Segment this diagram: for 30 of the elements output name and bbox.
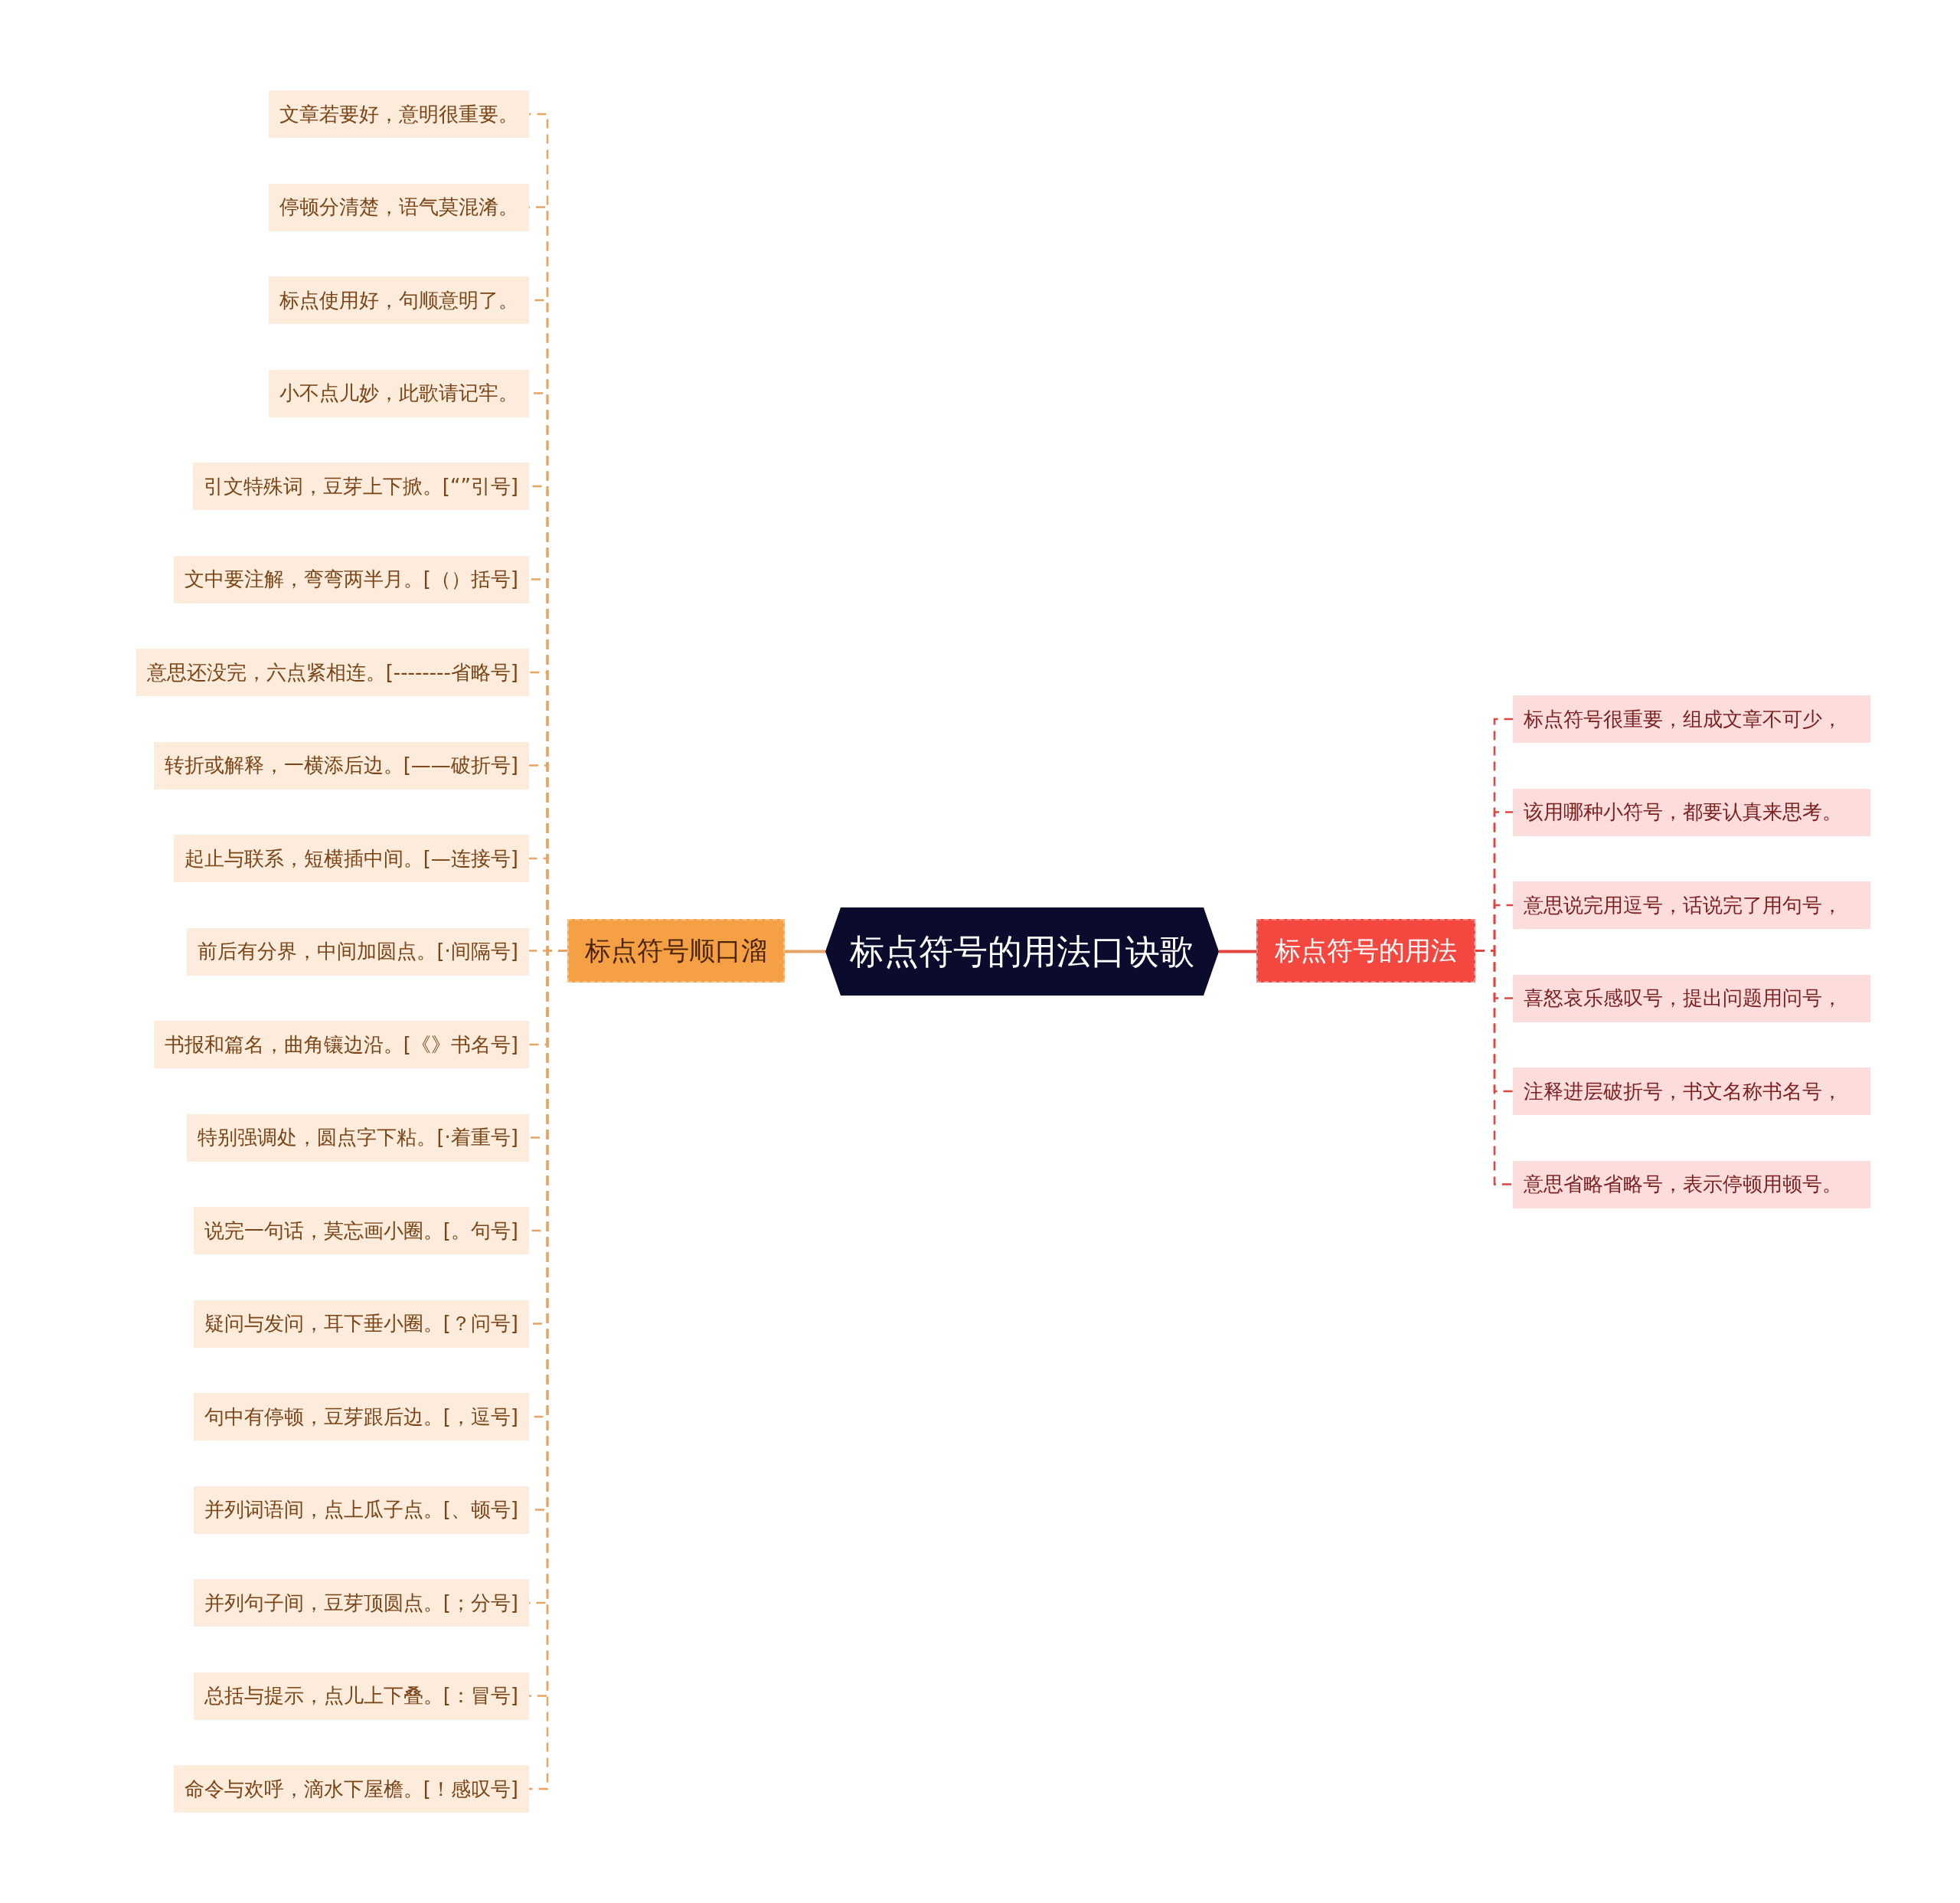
leaf-box: 疑问与发问，耳下垂小圈。[？问号]	[193, 1300, 529, 1348]
leaf-box: 命令与欢呼，滴水下屋檐。[！感叹号]	[173, 1765, 529, 1813]
leaf-box: 喜怒哀乐感叹号，提出问题用问号，	[1513, 974, 1870, 1022]
leaf-box: 句中有停顿，豆芽跟后边。[，逗号]	[193, 1393, 529, 1440]
leaf-box: 说完一句话，莫忘画小圈。[。句号]	[193, 1207, 529, 1254]
leaf-box: 文章若要好，意明很重要。	[269, 90, 529, 138]
leaf-box: 意思还没完，六点紧相连。[--------省略号]	[136, 649, 529, 696]
leaf-box: 标点使用好，句顺意明了。	[269, 276, 529, 324]
leaf-box: 引文特殊词，豆芽上下掀。[“”引号]	[192, 463, 529, 510]
leaf-box: 标点符号很重要，组成文章不可少，	[1513, 695, 1870, 743]
leaf-box: 起止与联系，短横插中间。[—连接号]	[173, 835, 529, 882]
leaf-box: 书报和篇名，曲角镶边沿。[《》书名号]	[153, 1021, 529, 1068]
connector-line	[785, 950, 825, 953]
leaf-box: 小不点儿妙，此歌请记牢。	[269, 369, 529, 417]
leaf-box: 注释进层破折号，书文名称书名号，	[1513, 1068, 1870, 1115]
leaf-box: 意思说完用逗号，话说完了用句号，	[1513, 881, 1870, 929]
leaf-box: 并列词语间，点上瓜子点。[、顿号]	[193, 1486, 529, 1534]
leaf-box: 停顿分清楚，语气莫混淆。	[269, 183, 529, 231]
leaf-box: 文中要注解，弯弯两半月。[（）括号]	[173, 555, 529, 603]
branch-box: 标点符号的用法	[1256, 919, 1475, 983]
central-topic-hexagon: 标点符号的用法口诀歌	[825, 907, 1219, 996]
leaf-box: 总括与提示，点儿上下叠。[：冒号]	[193, 1672, 529, 1720]
leaf-box: 该用哪种小符号，都要认真来思考。	[1513, 788, 1870, 836]
leaf-box: 并列句子间，豆芽顶圆点。[；分号]	[193, 1579, 529, 1627]
connector-line	[1219, 950, 1256, 953]
leaf-box: 前后有分界，中间加圆点。[·间隔号]	[187, 927, 529, 976]
branch-box: 标点符号顺口溜	[567, 919, 785, 983]
leaf-box: 意思省略省略号，表示停顿用顿号。	[1513, 1160, 1870, 1208]
leaf-box: 转折或解释，一横添后边。[——破折号]	[153, 741, 529, 790]
leaf-box: 特别强调处，圆点字下粘。[·着重号]	[187, 1113, 529, 1162]
